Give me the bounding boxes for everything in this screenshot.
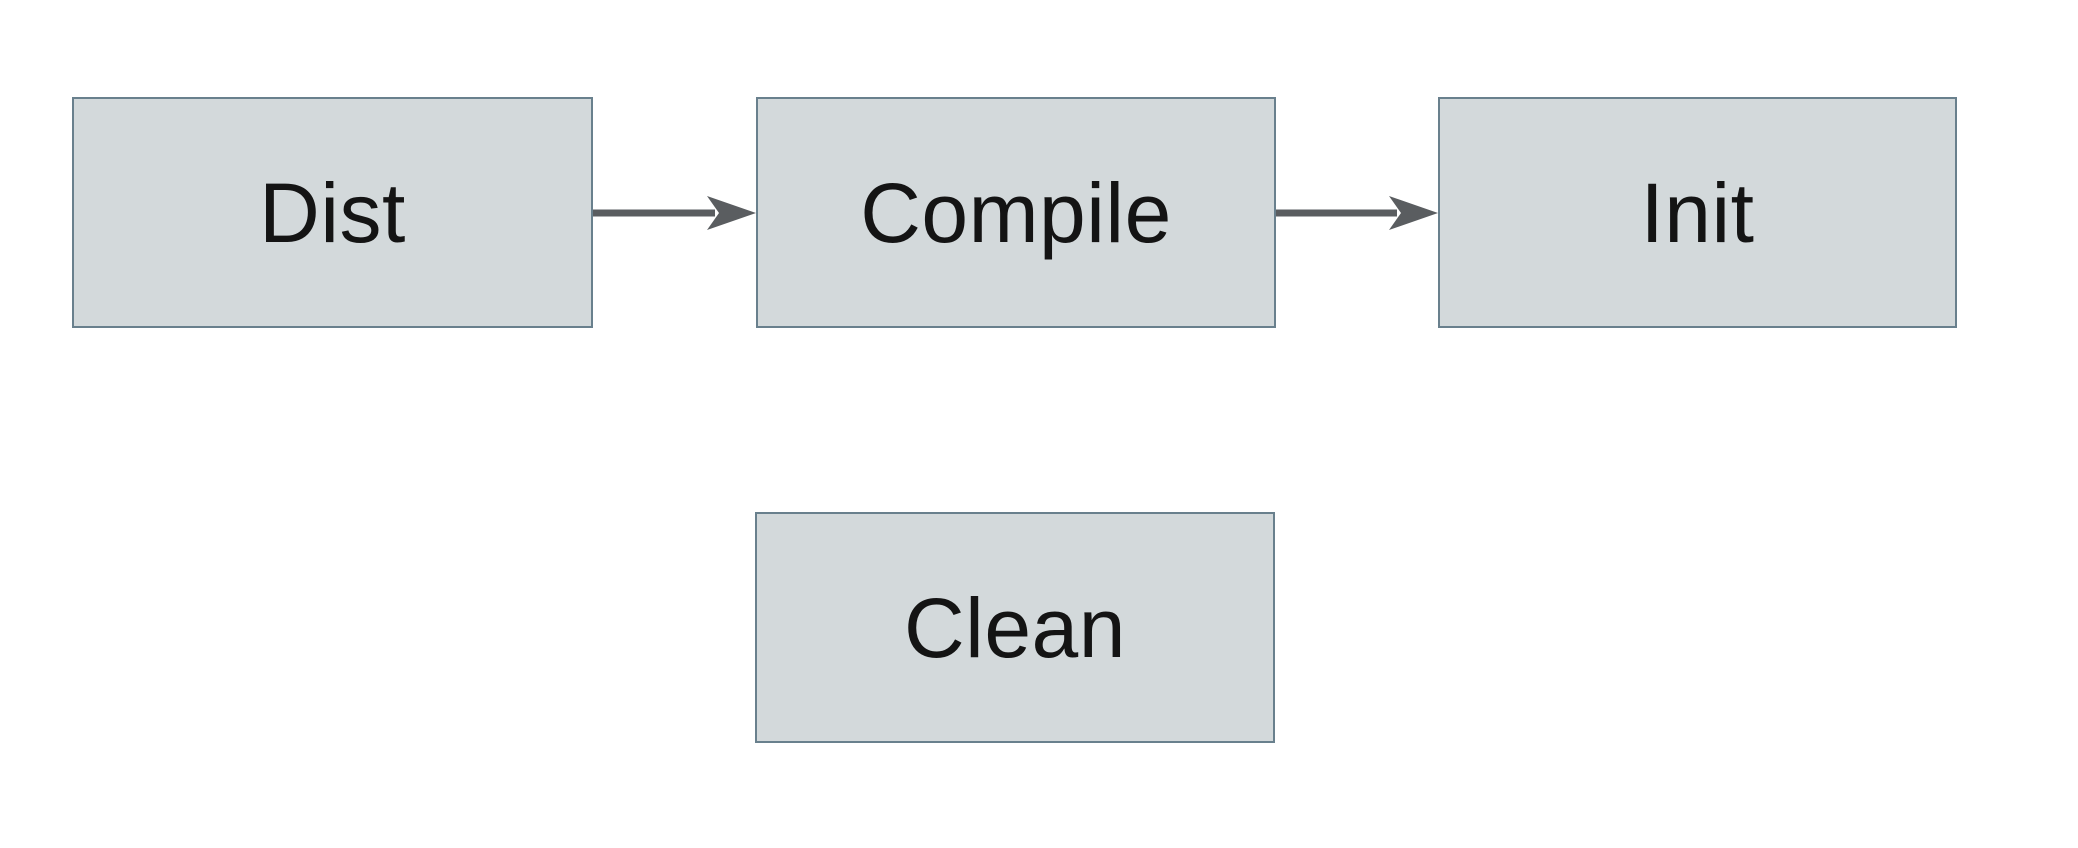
node-compile-label: Compile	[860, 165, 1172, 260]
node-clean: Clean	[755, 512, 1275, 743]
arrow-dist-to-compile-icon	[593, 196, 756, 230]
node-dist-label: Dist	[259, 165, 406, 260]
node-init-label: Init	[1640, 165, 1755, 260]
node-clean-label: Clean	[904, 580, 1126, 675]
node-dist: Dist	[72, 97, 593, 328]
node-init: Init	[1438, 97, 1957, 328]
arrow-compile-to-init-icon	[1276, 196, 1438, 230]
node-compile: Compile	[756, 97, 1276, 328]
